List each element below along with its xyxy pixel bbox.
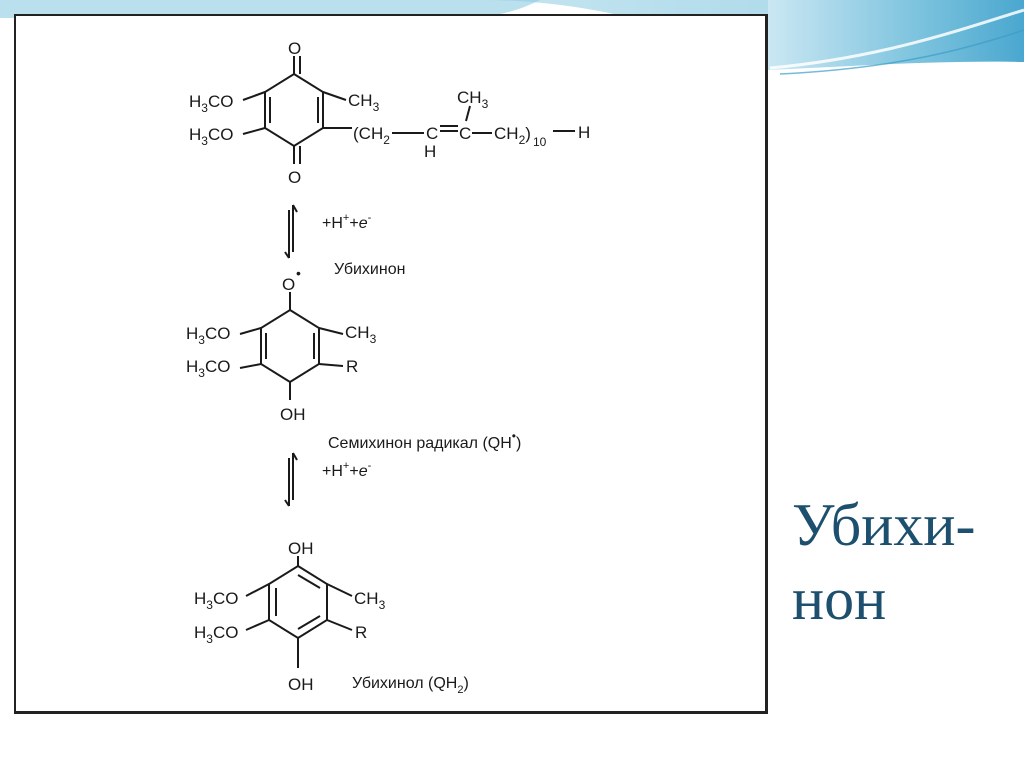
header-wave-dark bbox=[760, 0, 1024, 70]
ubiquinone-structure: O O H3CO H3CO CH3 (CH2 C H C CH3 CH2) 10… bbox=[189, 39, 590, 187]
hydroxyl-group-top: OH bbox=[288, 539, 314, 558]
methoxy-group-bottom: H3CO bbox=[186, 357, 230, 380]
chain-ch2-unit: CH2) bbox=[494, 124, 531, 147]
figure-frame bbox=[14, 14, 768, 714]
slide-title-line-2: нон bbox=[792, 566, 887, 632]
carbonyl-oxygen-bottom: O bbox=[288, 168, 301, 187]
slide-title-line-1: Убихи- bbox=[792, 492, 976, 558]
repeat-count: 10 bbox=[533, 135, 547, 149]
isoprenoid-chain: (CH2 bbox=[353, 124, 390, 147]
methyl-group: CH3 bbox=[348, 91, 380, 114]
reagent-label-1: +H++e- bbox=[322, 212, 372, 232]
r-group: R bbox=[355, 623, 367, 642]
carbonyl-oxygen-top: O bbox=[288, 39, 301, 58]
bond-lines bbox=[239, 56, 575, 668]
methoxy-group-top: H3CO bbox=[189, 92, 233, 115]
oxygen-radical: O bbox=[282, 275, 295, 294]
reduction-step-2: Семихинон радикал (QH•) +H++e- bbox=[322, 429, 521, 480]
chain-hydrogen: H bbox=[424, 142, 436, 161]
hydroxyl-group: OH bbox=[280, 405, 306, 424]
semiquinone-structure: O • H3CO H3CO CH3 R OH bbox=[186, 265, 377, 424]
methoxy-group-top: H3CO bbox=[194, 589, 238, 612]
semiquinone-name: Семихинон радикал (QH•) bbox=[328, 429, 521, 452]
ubiquinone-name: Убихинон bbox=[334, 261, 405, 278]
header-wave-top bbox=[0, 0, 540, 18]
methoxy-group-bottom: H3CO bbox=[194, 623, 238, 646]
header-wave-stroke bbox=[769, 8, 1024, 70]
ubiquinol-name: Убихинол (QH2) bbox=[352, 675, 469, 696]
hydroxyl-group-bottom: OH bbox=[288, 675, 314, 694]
radical-dot: • bbox=[296, 265, 301, 281]
methyl-group: CH3 bbox=[345, 323, 377, 346]
reagent-label-2: +H++e- bbox=[322, 460, 372, 480]
methyl-group: CH3 bbox=[354, 589, 386, 612]
r-group: R bbox=[346, 357, 358, 376]
methoxy-group-bottom: H3CO bbox=[189, 125, 233, 148]
slide-title: Убихи- нон bbox=[792, 488, 1020, 636]
chain-terminal-hydrogen: H bbox=[578, 123, 590, 142]
chain-methyl: CH3 bbox=[457, 88, 489, 111]
reduction-step-1: +H++e- Убихинон bbox=[322, 212, 405, 278]
ubiquinol-structure: OH H3CO H3CO CH3 R OH Убихинол (QH2) bbox=[194, 539, 469, 696]
methoxy-group-top: H3CO bbox=[186, 324, 230, 347]
header-wave-stroke-2 bbox=[779, 29, 1024, 75]
chain-c-carbon: C bbox=[459, 124, 471, 143]
chain-ch-carbon: C bbox=[426, 124, 438, 143]
